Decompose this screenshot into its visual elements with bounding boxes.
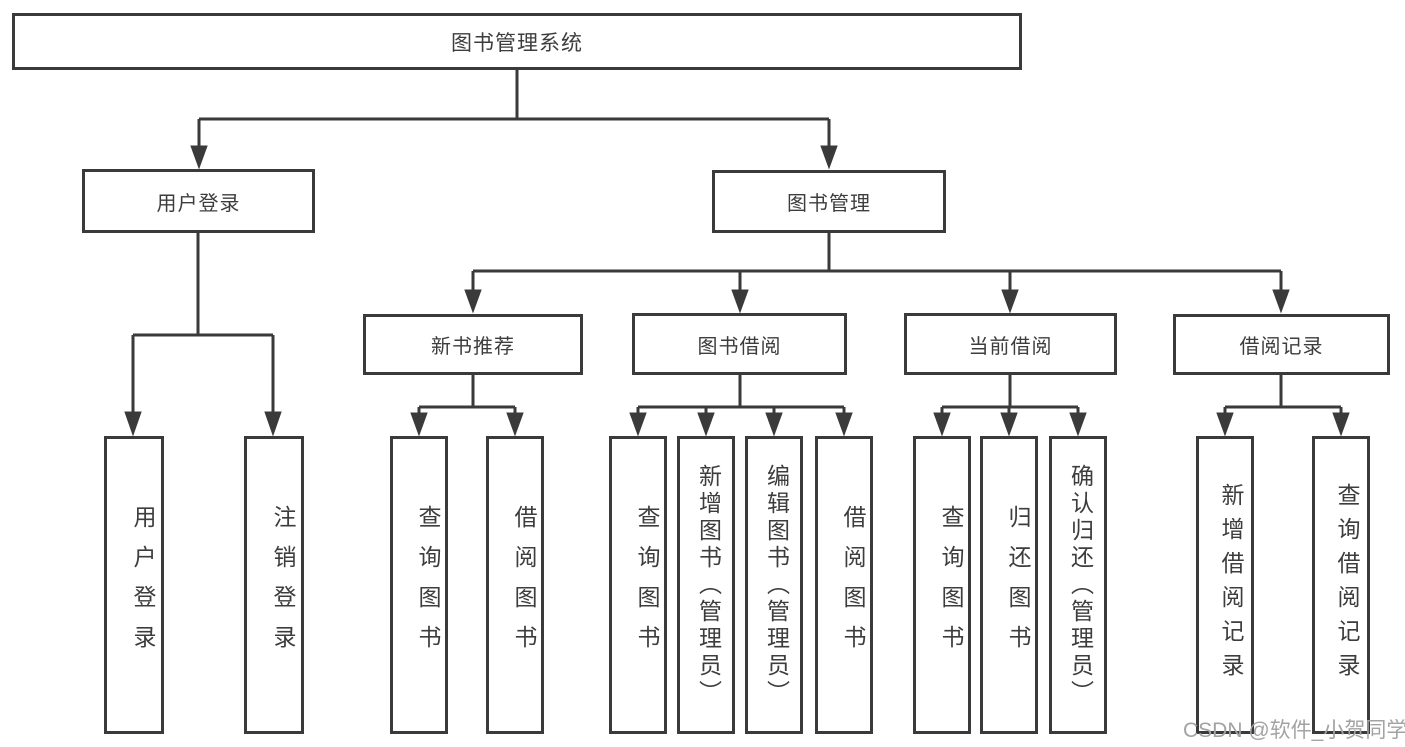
node-leaf-br-query-record-label: 查询借阅记录 — [1334, 483, 1360, 687]
node-leaf-logout: 注销登录 — [244, 436, 304, 734]
node-section-book-borrow: 图书借阅 — [632, 313, 847, 375]
node-root-label: 图书管理系统 — [451, 31, 583, 55]
csdn-watermark: CSDN @软件_小贺同学 — [1183, 719, 1405, 742]
node-section-new-books: 新书推荐 — [363, 314, 583, 375]
node-leaf-user-login-label: 用户登录 — [130, 505, 156, 665]
node-section-borrow-records: 借阅记录 — [1173, 314, 1390, 375]
edge-new-books-to-leaves — [410, 375, 524, 437]
edge-borrow-records-to-leaves — [1216, 375, 1350, 437]
node-root-system: 图书管理系统 — [12, 13, 1022, 70]
node-leaf-nb-query-books-label: 查询图书 — [415, 505, 441, 665]
node-section-current-borrow: 当前借阅 — [904, 313, 1117, 375]
node-leaf-bb-edit-books: 编辑图书（管理员） — [745, 436, 803, 734]
node-leaf-cb-confirm-return: 确认归还（管理员） — [1049, 436, 1107, 734]
node-leaf-logout-label: 注销登录 — [270, 505, 296, 665]
node-leaf-nb-borrow-books-label: 借阅图书 — [511, 505, 537, 665]
node-leaf-br-query-record: 查询借阅记录 — [1312, 436, 1370, 734]
node-leaf-cb-return-books: 归还图书 — [980, 436, 1038, 734]
edge-root-to-branches — [190, 70, 838, 170]
edge-book-borrow-to-leaves — [629, 375, 853, 437]
node-branch-user-login-label: 用户登录 — [156, 192, 241, 215]
edge-book-mgmt-to-sections — [464, 233, 1290, 314]
node-leaf-bb-add-books: 新增图书（管理员） — [677, 436, 735, 734]
node-section-new-books-label: 新书推荐 — [431, 336, 515, 358]
node-leaf-bb-query-books: 查询图书 — [609, 436, 667, 734]
node-leaf-br-add-record: 新增借阅记录 — [1196, 436, 1254, 734]
node-branch-book-mgmt: 图书管理 — [712, 170, 946, 233]
node-branch-book-mgmt-label: 图书管理 — [787, 193, 871, 215]
node-leaf-bb-borrow-books-label: 借阅图书 — [840, 505, 866, 665]
node-section-book-borrow-label: 图书借阅 — [697, 335, 782, 358]
edge-user-login-to-leaves — [124, 233, 282, 437]
node-leaf-bb-borrow-books: 借阅图书 — [815, 436, 873, 734]
node-leaf-user-login: 用户登录 — [104, 436, 164, 734]
node-leaf-nb-borrow-books: 借阅图书 — [486, 436, 544, 734]
node-section-current-borrow-label: 当前借阅 — [968, 335, 1053, 358]
node-section-borrow-records-label: 借阅记录 — [1239, 336, 1324, 358]
node-leaf-br-add-record-label: 新增借阅记录 — [1218, 483, 1244, 687]
node-leaf-bb-query-books-label: 查询图书 — [634, 505, 660, 665]
edge-current-borrow-to-leaves — [933, 375, 1087, 437]
node-leaf-cb-query-books-label: 查询图书 — [938, 505, 964, 665]
node-leaf-bb-edit-books-label: 编辑图书（管理员） — [763, 463, 790, 707]
node-branch-user-login: 用户登录 — [82, 169, 315, 233]
node-leaf-cb-confirm-return-label: 确认归还（管理员） — [1067, 463, 1094, 707]
node-leaf-nb-query-books: 查询图书 — [390, 436, 448, 734]
node-leaf-cb-query-books: 查询图书 — [913, 436, 971, 734]
node-leaf-bb-add-books-label: 新增图书（管理员） — [695, 463, 722, 707]
node-leaf-cb-return-books-label: 归还图书 — [1005, 505, 1031, 665]
